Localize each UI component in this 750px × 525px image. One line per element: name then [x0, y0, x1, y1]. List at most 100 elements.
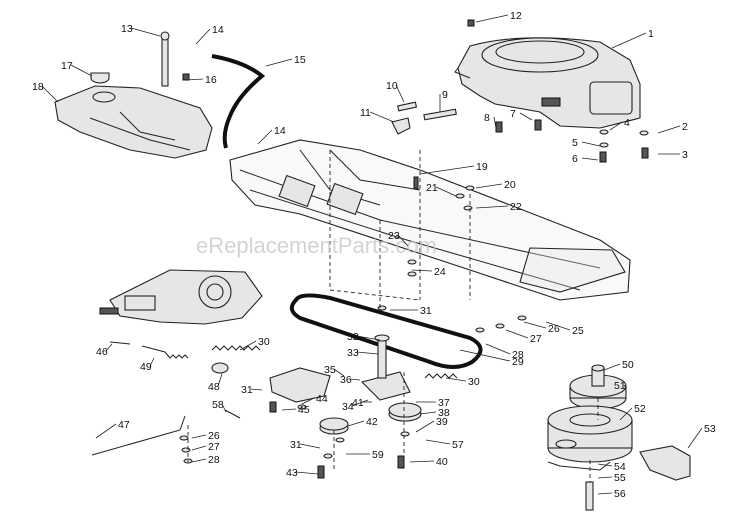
callout-number: 43 [286, 467, 298, 479]
callout-leader [459, 349, 511, 362]
callout-leader [105, 343, 113, 352]
callout-leader [149, 357, 155, 367]
callout-number: 21 [426, 182, 438, 194]
callout-leader [333, 368, 345, 377]
callout-number: 14 [212, 24, 224, 36]
callout-leader [130, 27, 161, 37]
clutch-bracket [639, 445, 691, 481]
callout-leader [265, 58, 293, 67]
callout-24: 24 [411, 266, 446, 278]
callout-10: 10 [386, 80, 405, 103]
clutch-bolt [585, 481, 594, 511]
callout-leader [299, 443, 321, 449]
callout-7: 7 [510, 108, 533, 121]
callout-35: 35 [324, 364, 345, 377]
callout-leader [493, 116, 497, 129]
callout-16: 16 [185, 74, 217, 86]
callout-leader [395, 84, 405, 103]
callout-39: 39 [415, 416, 448, 433]
callout-number: 40 [436, 456, 448, 468]
callout-leader [217, 373, 223, 387]
transmission [99, 269, 263, 325]
callout-48: 48 [208, 373, 223, 393]
callout-leader [581, 141, 601, 147]
callout-number: 48 [208, 381, 220, 393]
callout-number: 56 [614, 488, 626, 500]
callout-2: 2 [657, 121, 688, 134]
callout-46: 46 [96, 343, 113, 358]
callout-leader [623, 384, 627, 389]
callout-number: 15 [294, 54, 306, 66]
callout-23: 23 [388, 230, 409, 247]
callout-number: 9 [442, 89, 448, 101]
callout-18: 18 [32, 81, 59, 103]
callout-number: 18 [32, 81, 44, 93]
callout-number: 19 [476, 161, 488, 173]
watermark: eReplacementParts.com [196, 233, 437, 258]
spring-49 [141, 345, 189, 359]
callout-number: 35 [324, 364, 336, 376]
callout-20: 20 [475, 179, 516, 191]
callout-number: 32 [347, 331, 359, 343]
callout-33: 33 [347, 347, 379, 359]
callout-leader [657, 125, 681, 134]
callout-59: 59 [346, 449, 384, 461]
clutch-wire [547, 461, 611, 471]
callout-number: 26 [208, 430, 220, 442]
callout-leader [419, 411, 437, 415]
callout-9: 9 [439, 89, 448, 112]
callout-54: 54 [597, 461, 626, 473]
callout-number: 52 [634, 403, 646, 415]
callout-22: 22 [475, 201, 522, 213]
callout-42: 42 [347, 416, 378, 428]
callout-number: 2 [682, 121, 688, 133]
callout-number: 3 [682, 149, 688, 161]
callout-number: 37 [438, 397, 450, 409]
callout-leader [415, 420, 435, 433]
callout-leader [609, 121, 623, 131]
fuel-line [211, 54, 266, 149]
callout-leader [519, 112, 533, 121]
callout-leader [597, 463, 613, 467]
callout-number: 14 [274, 125, 286, 137]
callout-leader [411, 269, 433, 272]
callout-37: 37 [416, 397, 450, 409]
callout-number: 42 [366, 416, 378, 428]
callout-40: 40 [409, 456, 448, 468]
callout-number: 29 [512, 356, 524, 368]
callout-number: 49 [140, 361, 152, 373]
callout-leader [349, 378, 361, 381]
assembly-lines [187, 150, 599, 482]
callout-12: 12 [475, 10, 522, 23]
callout-28: 28 [485, 343, 524, 361]
callout-leader [597, 492, 613, 495]
callout-26: 26 [523, 321, 560, 335]
callout-number: 53 [704, 423, 716, 435]
spring-30a [211, 345, 261, 351]
callout-52: 52 [619, 403, 646, 421]
callout-leader [485, 343, 511, 355]
callout-leader [250, 388, 263, 391]
callout-21: 21 [426, 182, 457, 197]
callout-58: 58 [212, 399, 227, 413]
callout-leader [397, 234, 409, 247]
callout-number: 44 [316, 393, 328, 405]
callout-leader [619, 407, 633, 421]
callout-leader [195, 28, 211, 45]
rod-47 [91, 429, 181, 456]
rod-47-end [179, 415, 186, 431]
callout-number: 25 [572, 325, 584, 337]
callout-number: 6 [572, 153, 578, 165]
callout-number: 39 [436, 416, 448, 428]
callout-number: 51 [614, 380, 626, 392]
callout-number: 55 [614, 472, 626, 484]
callout-number: 34 [342, 401, 354, 413]
callout-45: 45 [281, 404, 310, 416]
callout-leader [351, 399, 369, 407]
pin-58 [224, 409, 241, 419]
callout-14: 14 [195, 24, 224, 45]
callout-leader [185, 78, 204, 81]
